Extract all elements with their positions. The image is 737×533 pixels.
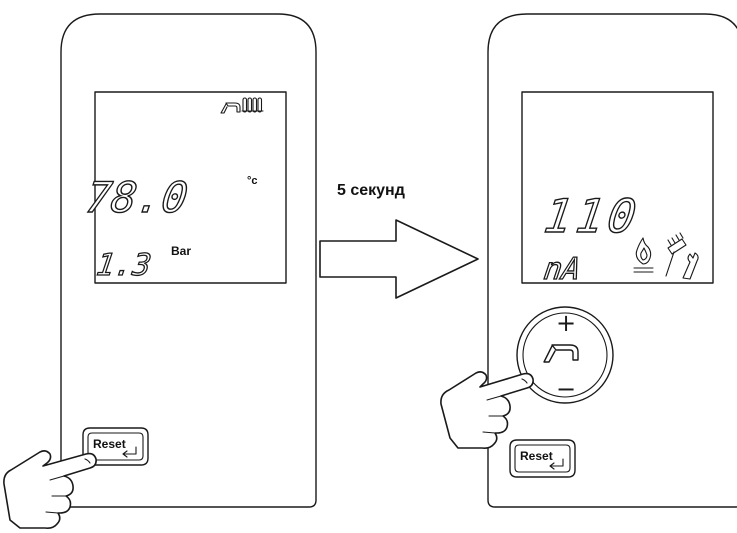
- transition-arrow: 5 секунд: [319, 182, 479, 299]
- knob-inner-ring: [522, 312, 608, 398]
- pressure-unit: Bar: [171, 244, 191, 258]
- flame-icon: [633, 237, 654, 273]
- left-reset-label: Reset: [93, 437, 126, 451]
- left-lcd-screen: [94, 91, 287, 284]
- tap-icon: [543, 344, 579, 363]
- right-reset-button[interactable]: Reset: [509, 439, 576, 478]
- knob-minus[interactable]: −: [556, 375, 576, 403]
- temperature-value: 78.0: [83, 173, 191, 222]
- hand-pointer-icon: [3, 450, 97, 529]
- knob-outer-ring: [516, 306, 614, 404]
- arrow-label: 5 секунд: [337, 182, 405, 199]
- tap-icon: [220, 102, 241, 114]
- hand-pointer-icon: [440, 371, 534, 449]
- pressure-readout: 1.3 Bar: [94, 244, 192, 284]
- pressure-value: 1.3: [94, 248, 153, 283]
- right-device-body: [487, 13, 737, 508]
- temperature-unit: °c: [247, 175, 258, 187]
- right-lcd-screen: [521, 91, 714, 284]
- mode-code: nA: [542, 252, 583, 287]
- left-device-body: [60, 13, 317, 508]
- left-device: 78.0 °c 1.3 Bar Reset: [3, 13, 317, 529]
- enter-arrow-icon: [549, 458, 564, 470]
- enter-arrow-icon: [122, 446, 137, 458]
- arrow-shape: [319, 219, 479, 299]
- service-brush-wrench-icon: [665, 232, 699, 280]
- knob-plus[interactable]: +: [556, 309, 576, 337]
- dhw-control-knob[interactable]: + −: [516, 306, 614, 404]
- parameter-value: 110: [541, 189, 644, 243]
- radiator-icon: [241, 97, 264, 113]
- right-reset-label: Reset: [520, 449, 553, 463]
- temperature-readout: 78.0 °c: [82, 172, 258, 222]
- left-reset-button[interactable]: Reset: [82, 427, 149, 466]
- right-device: 110 nA + −: [440, 13, 737, 508]
